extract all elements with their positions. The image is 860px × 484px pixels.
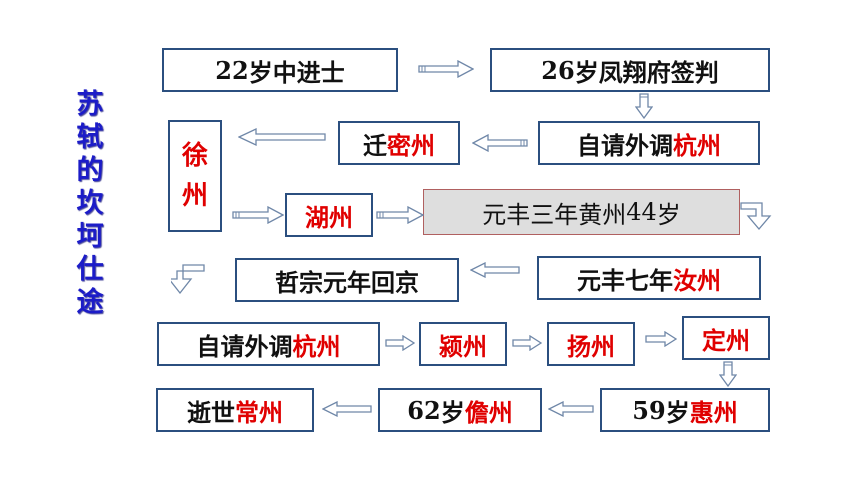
node-place: 儋州 (464, 398, 513, 427)
title-char: 的 (76, 155, 104, 186)
node-text: 州 (181, 181, 208, 211)
node-mizhou: 迁密州 (338, 121, 460, 165)
title-char: 仕 (76, 254, 104, 285)
title-char: 苏 (76, 89, 104, 120)
node-age: 62 (407, 395, 441, 425)
node-text: 岁中进士 (248, 58, 345, 87)
node-dingzhou: 定州 (682, 316, 770, 360)
node-place: 杭州 (673, 131, 721, 160)
arrow-left-icon (472, 134, 528, 152)
node-text: 自请外调 (577, 131, 673, 160)
node-huzhou: 湖州 (285, 193, 373, 237)
arrow-bent-down-icon (740, 200, 774, 230)
node-age: 22 (215, 55, 249, 85)
node-age: 59 (632, 395, 666, 425)
arrow-down-icon (719, 361, 737, 387)
node-text: 哲宗元年回京 (275, 268, 419, 297)
node-text: 迁 (363, 131, 387, 160)
node-xuzhou: 徐 州 (168, 120, 222, 232)
node-text: 岁 (440, 398, 465, 427)
node-age: 26 (541, 55, 575, 85)
title-char: 途 (76, 287, 104, 318)
arrow-left-icon (322, 401, 372, 417)
node-hangzhou-1: 自请外调杭州 (538, 121, 760, 165)
node-age: 44 (626, 198, 657, 226)
arrow-down-icon (635, 93, 653, 119)
arrow-right-icon (376, 206, 424, 224)
arrow-left-icon (548, 401, 594, 417)
node-text: 岁 (665, 398, 690, 427)
node-text: 元丰七年 (577, 266, 673, 295)
arrow-right-icon (645, 331, 677, 347)
node-yangzhou: 扬州 (547, 322, 635, 366)
arrow-right-icon (418, 60, 474, 78)
title-char: 坷 (76, 221, 104, 252)
node-text: 元丰三年黄州 (482, 200, 627, 229)
node-hangzhou-2: 自请外调杭州 (157, 322, 380, 366)
node-yingzhou: 颍州 (419, 322, 507, 366)
diagram-title: 苏 轼 的 坎 坷 仕 途 (70, 88, 110, 319)
node-place: 定州 (702, 326, 750, 355)
node-text: 岁 (656, 200, 681, 229)
node-place: 密州 (387, 131, 435, 160)
arrow-right-icon (512, 335, 542, 351)
node-place: 汝州 (673, 266, 721, 295)
node-place: 湖州 (305, 203, 353, 232)
arrow-right-icon (232, 206, 284, 224)
node-huijing: 哲宗元年回京 (235, 258, 459, 302)
arrow-right-icon (385, 335, 415, 351)
node-text: 逝世 (187, 398, 235, 427)
arrow-bent-down-icon (171, 262, 205, 294)
node-text: 岁凤翔府签判 (574, 58, 719, 87)
title-char: 轼 (76, 122, 104, 153)
arrow-left-icon (238, 128, 326, 146)
node-text: 自请外调 (196, 332, 293, 361)
node-place: 扬州 (567, 332, 615, 361)
node-place: 惠州 (689, 398, 738, 427)
node-place: 颍州 (439, 332, 487, 361)
node-ruzhou: 元丰七年汝州 (537, 256, 761, 300)
node-text: 徐 (181, 141, 208, 171)
node-place: 常州 (235, 398, 283, 427)
title-char: 坎 (76, 188, 104, 219)
node-changzhou: 逝世常州 (156, 388, 314, 432)
node-place: 杭州 (292, 332, 341, 361)
arrow-left-icon (470, 262, 520, 278)
